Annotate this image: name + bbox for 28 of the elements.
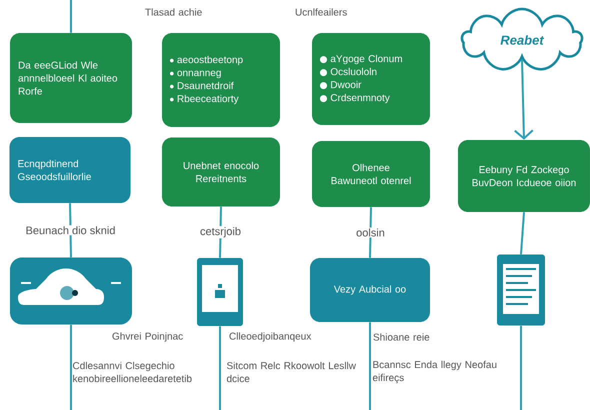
process-box: aYgoge Clonum Ocsluololn Dwooir Crdsenmnoty — [312, 33, 430, 125]
connector — [369, 322, 371, 410]
text-label: Cdlesannvi Clsegechio kenobireellioneleedaretetib — [73, 362, 192, 382]
process-box: aeoostbeetonp onnanneg Dsaunetdroif Rbeeceatiorty — [162, 33, 280, 127]
connector — [70, 0, 72, 33]
illustrated-box — [10, 258, 132, 324]
connector — [219, 326, 221, 410]
edge-label: oolsin — [355, 227, 386, 238]
process-box: Eebuny Fd Zockego BuvDeon Icdueoe oiion — [458, 140, 590, 212]
process-box: Unebnet enocolo Rereitnents — [162, 138, 280, 206]
text-label: Bcannsc Enda llegy Neofau eifireçs — [372, 360, 496, 384]
connector — [520, 212, 525, 254]
text-label: Clleoedjoibanqeux — [230, 332, 312, 342]
text-label: Shioane reie — [373, 333, 430, 341]
connector — [70, 324, 72, 410]
text-label: Sitcom Relc Rkoowolt Lesllw dcice — [226, 362, 356, 382]
process-box: Olhenee Bawuneotl otenrel — [312, 141, 430, 207]
picture — [197, 258, 243, 326]
process-box: Ecnqpdtinend Gseoodsfuillorlie — [10, 137, 130, 203]
process-box: Vezy Aubcial oo — [310, 258, 430, 322]
picture — [497, 254, 545, 326]
edge-label: Beunach dio sknid — [24, 225, 116, 236]
text-label: Ghvrei Poinjnac — [112, 332, 183, 342]
process-box: Da eeeGLiod Wle annnelbloeel Kl aoiteo Rorfe — [10, 33, 132, 123]
edge-label: cetsrjoib — [199, 226, 242, 238]
connector — [520, 326, 522, 410]
text-label: Tlasad achie — [145, 8, 202, 16]
text-label: Ucnlfeailers — [296, 8, 347, 16]
